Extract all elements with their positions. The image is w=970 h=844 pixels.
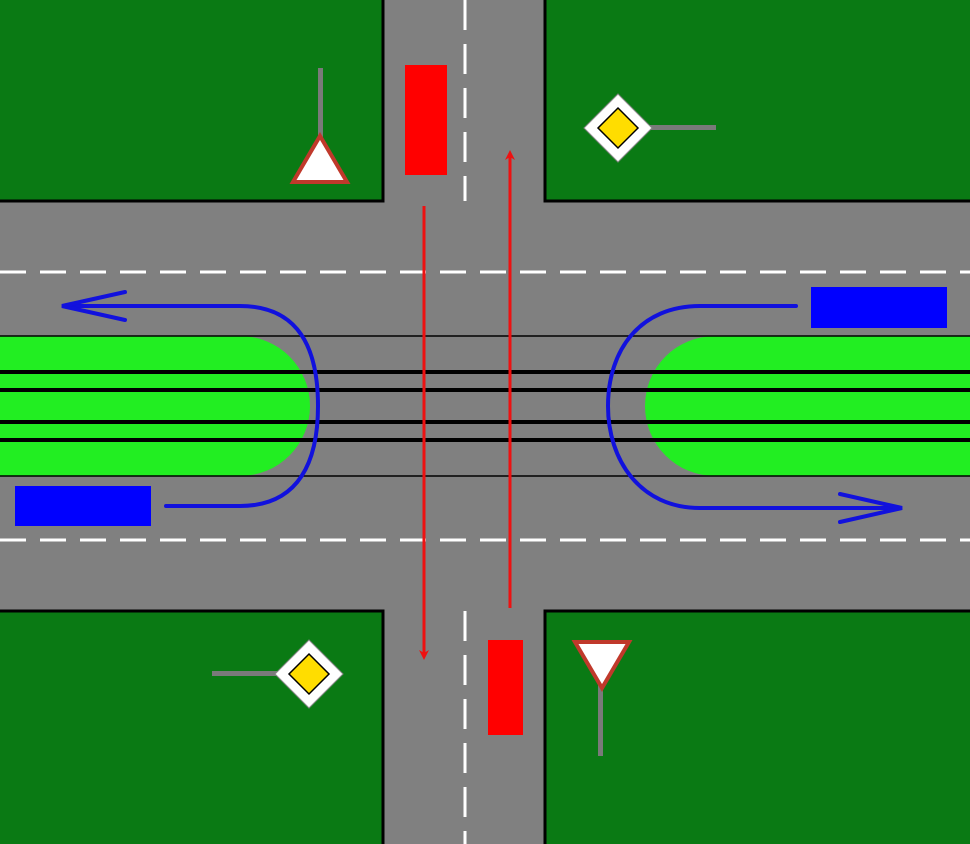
- give-way-sign-south-east: [571, 640, 633, 756]
- blue-vehicle-west: [15, 486, 151, 526]
- grass-corner-north-east: [545, 0, 970, 201]
- blue-vehicle-east: [811, 287, 947, 328]
- priority-road-sign-north-east: [583, 93, 716, 163]
- red-vehicle-south: [488, 640, 523, 735]
- median-island-west: [0, 336, 310, 476]
- give-way-sign-north-west: [289, 68, 351, 184]
- priority-road-diamond-icon: [274, 639, 344, 709]
- red-vehicle-north: [405, 65, 447, 175]
- priority-road-diamond-icon: [583, 93, 653, 163]
- u-turn-arrow-west: [61, 290, 321, 508]
- sign-post: [598, 684, 603, 756]
- priority-road-sign-south-west: [212, 639, 344, 709]
- sign-post: [648, 125, 716, 130]
- grass-corner-south-west: [0, 611, 383, 844]
- tram-tracks: [0, 335, 970, 477]
- u-turn-arrow-east: [605, 304, 903, 524]
- sign-post: [318, 68, 323, 138]
- give-way-triangle-icon: [289, 132, 351, 184]
- give-way-triangle-icon: [571, 640, 633, 692]
- sign-post: [212, 671, 280, 676]
- median-island-east: [645, 336, 970, 476]
